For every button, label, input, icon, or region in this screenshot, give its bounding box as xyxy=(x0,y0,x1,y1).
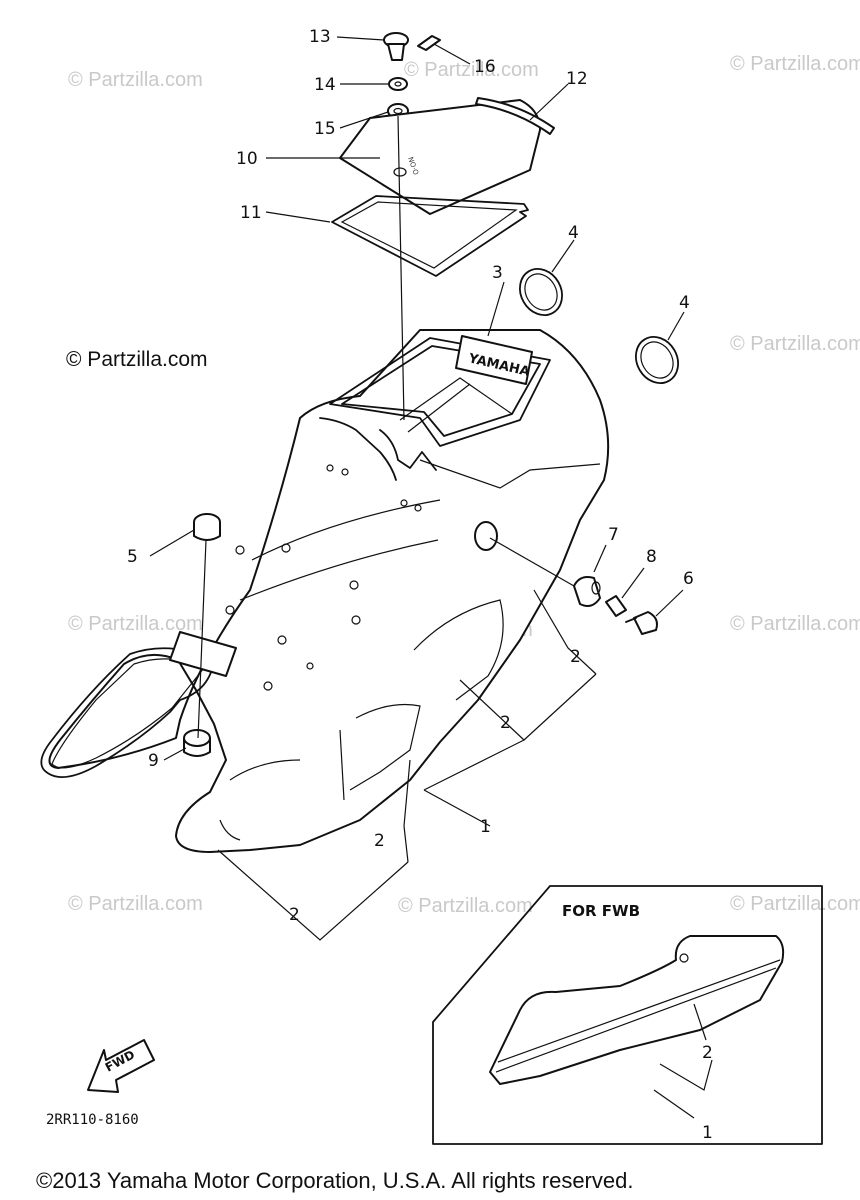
callout-3: 3 xyxy=(492,263,503,283)
watermark-text: © Partzilla.com xyxy=(68,893,203,915)
watermark-text: © Partzilla.com xyxy=(730,53,860,75)
callout-12: 12 xyxy=(566,69,588,89)
callout-7: 7 xyxy=(608,525,619,545)
inset-label: FOR FWB xyxy=(562,902,640,920)
watermark-brand: © Partzilla.com xyxy=(66,348,208,371)
callout-10: 10 xyxy=(236,149,258,169)
callout-5: 5 xyxy=(127,547,138,567)
diagram-code: 2RR110-8160 xyxy=(46,1112,139,1128)
watermark-text: © Partzilla.com xyxy=(68,613,203,635)
callout-15: 15 xyxy=(314,119,336,139)
part-damper-9 xyxy=(183,729,211,757)
callout-2e: 2 xyxy=(702,1043,713,1063)
callout-numbers: 13 16 14 12 15 10 11 4 4 3 5 7 8 6 2 2 9… xyxy=(127,27,694,925)
leader-lines xyxy=(149,36,685,941)
inset-side-cover xyxy=(489,935,785,1085)
fwd-arrow-icon: FWD xyxy=(87,1039,155,1093)
part-seal-strip-12 xyxy=(475,97,555,135)
callout-1b: 1 xyxy=(702,1123,713,1143)
watermark-text: © Partzilla.com xyxy=(730,893,860,915)
callout-4a: 4 xyxy=(568,223,579,243)
watermark-text: © Partzilla.com xyxy=(730,333,860,355)
part-damper-5 xyxy=(193,513,221,541)
callout-11: 11 xyxy=(240,203,262,223)
part-collar-14 xyxy=(388,77,408,91)
part-grommet-4b xyxy=(635,336,679,384)
callout-16: 16 xyxy=(474,57,496,77)
callout-14: 14 xyxy=(314,75,336,95)
mount-holes xyxy=(225,464,422,691)
part-grommet-4a xyxy=(519,268,563,316)
part-bolt-6 xyxy=(625,611,658,635)
callout-8: 8 xyxy=(646,547,657,567)
callout-2c: 2 xyxy=(374,831,385,851)
inset-for-fwb: FOR FWB 2 1 xyxy=(432,885,823,1145)
part-clip-16 xyxy=(417,35,441,51)
callout-13: 13 xyxy=(309,27,331,47)
callout-2a: 2 xyxy=(570,647,581,667)
part-collar-8 xyxy=(605,595,627,617)
watermark-text: © Partzilla.com xyxy=(730,613,860,635)
watermark-text: © Partzilla.com xyxy=(68,69,203,91)
part-bolt-13 xyxy=(383,32,409,61)
watermark-text: © Partzilla.com xyxy=(404,59,539,81)
part-gasket-11 xyxy=(331,195,529,277)
part-damper-7 xyxy=(573,576,601,607)
callout-4b: 4 xyxy=(679,293,690,313)
copyright-notice: ©2013 Yamaha Motor Corporation, U.S.A. A… xyxy=(36,1168,633,1193)
callout-2b: 2 xyxy=(500,713,511,733)
part-lid-10: NO·O xyxy=(339,99,541,215)
callout-2d: 2 xyxy=(289,905,300,925)
callout-1: 1 xyxy=(480,817,491,837)
callout-6: 6 xyxy=(683,569,694,589)
part-tank-cover-1: YAMAHA xyxy=(48,329,610,853)
watermark-text: © Partzilla.com xyxy=(398,895,533,917)
part-seat-band xyxy=(40,631,237,778)
callout-9: 9 xyxy=(148,751,159,771)
